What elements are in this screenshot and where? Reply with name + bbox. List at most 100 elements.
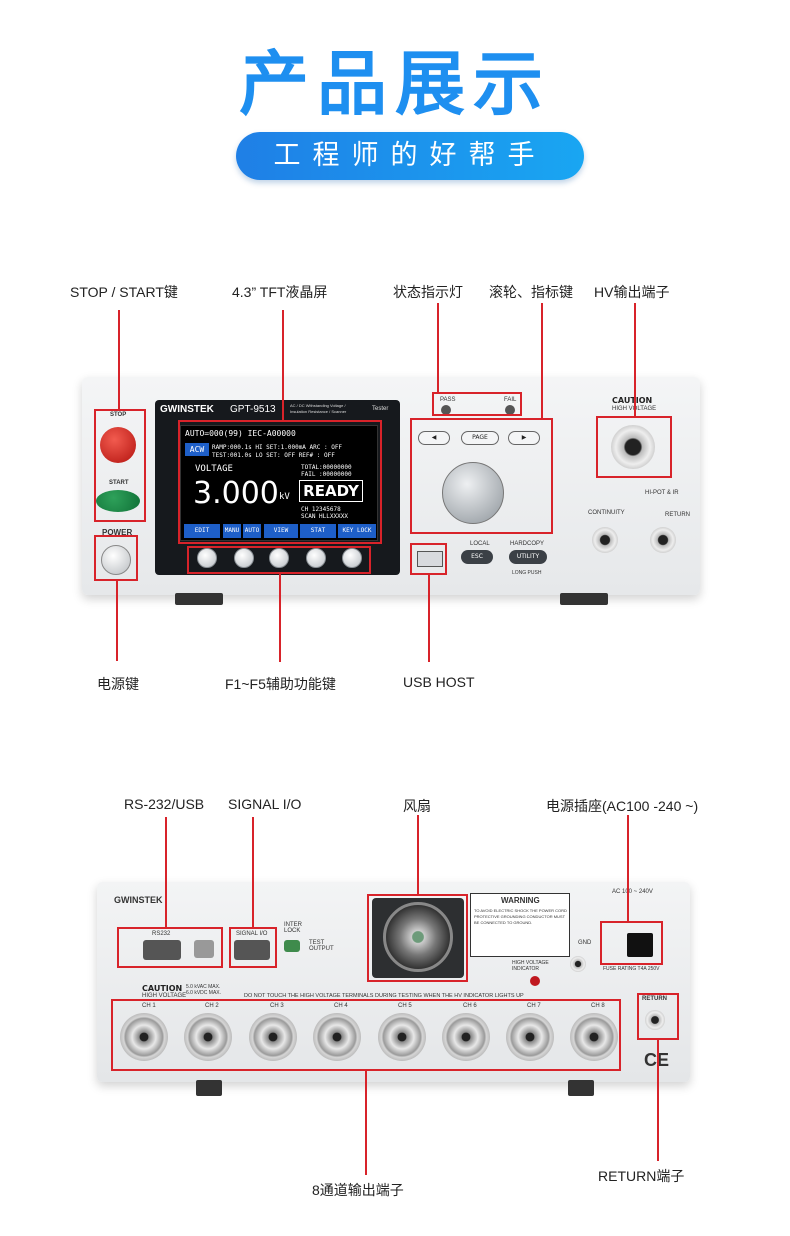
fan-callout: 风扇: [403, 798, 431, 814]
ch2-label: CH 2: [205, 1003, 219, 1009]
right-arrow-button[interactable]: ▶: [508, 431, 540, 445]
gnd-label: GND: [578, 940, 592, 946]
power-label: POWER: [102, 528, 133, 537]
long-push-label: LONG PUSH: [512, 570, 542, 576]
ch5-label: CH 5: [398, 1003, 412, 1009]
screen-mode: ACW: [185, 443, 209, 456]
rs232-port[interactable]: [143, 940, 181, 960]
rear-caution-title: CAUTION: [142, 984, 183, 993]
continuity-label: CONTINUITY: [588, 510, 625, 516]
screen-status: READY: [299, 480, 363, 502]
utility-button[interactable]: UTILITY: [509, 550, 547, 564]
interlock-label: INTER LOCK: [284, 922, 302, 934]
fan: [383, 902, 453, 972]
fail-label: FAIL: [504, 397, 517, 403]
ch4-terminal[interactable]: [313, 1013, 361, 1061]
callout-line: [116, 581, 118, 661]
esc-button[interactable]: ESC: [461, 550, 493, 564]
warning-label: WARNING TO AVOID ELECTRIC SHOCK THE POWE…: [470, 893, 570, 957]
screen-row-2: TEST:001.0s LO SET: OFF REF# : OFF: [212, 452, 335, 459]
return-label-front: RETURN: [665, 512, 690, 518]
hipot-ir-label: HI-POT & IR: [645, 490, 679, 496]
screen-scan-line: SCAN HLLXXXXX: [301, 513, 348, 520]
start-label: START: [109, 480, 129, 486]
rs232-port-label: RS232: [152, 931, 171, 937]
screen-voltage-label: VOLTAGE: [195, 464, 233, 474]
hv-output-callout: HV输出端子: [594, 284, 670, 300]
f3-key[interactable]: [269, 548, 289, 568]
screen-header: AUTO=000(99) IEC-A00000: [185, 429, 296, 438]
softkey-key-lock: KEY LOCK: [338, 524, 376, 538]
status-light-callout: 状态指示灯: [393, 284, 463, 300]
return-terminal-front[interactable]: [650, 527, 676, 553]
warning-text: TO AVOID ELECTRIC SHOCK THE POWER CORD P…: [474, 908, 567, 925]
ch6-label: CH 6: [463, 1003, 477, 1009]
callout-box: [178, 420, 382, 544]
fail-led: [505, 405, 515, 415]
callout-line: [252, 817, 254, 928]
page-title: 产品展示: [239, 43, 551, 125]
ch8-label: CH 8: [591, 1003, 605, 1009]
return-term-callout: RETURN端子: [598, 1168, 685, 1184]
usb-host-callout: USB HOST: [403, 674, 475, 690]
callout-box: [94, 409, 146, 522]
softkey-auto: AUTO: [243, 524, 261, 538]
callout-line: [428, 575, 430, 662]
softkey-edit: EDIT: [184, 524, 220, 538]
wheel-keys-callout: 滚轮、指标键: [489, 284, 573, 300]
continuity-terminal[interactable]: [592, 527, 618, 553]
test-output-label: TEST OUTPUT: [309, 940, 334, 952]
signal-io-callout: SIGNAL I/O: [228, 796, 302, 812]
ch1-terminal[interactable]: [120, 1013, 168, 1061]
ch1-label: CH 1: [142, 1003, 156, 1009]
stop-button[interactable]: [100, 427, 136, 463]
hv-output-terminal[interactable]: [611, 425, 655, 469]
callout-box: [596, 416, 672, 478]
screen-total: TOTAL:00000000: [301, 464, 352, 471]
page-button[interactable]: PAGE: [461, 431, 499, 445]
f1-key[interactable]: [197, 548, 217, 568]
softkey-manu: MANU: [223, 524, 241, 538]
callout-box: [117, 927, 223, 968]
ch3-terminal[interactable]: [249, 1013, 297, 1061]
callout-line: [165, 817, 167, 928]
callout-box: [111, 999, 621, 1071]
local-label: LOCAL: [470, 541, 490, 547]
return-label-rear: RETURN: [642, 996, 667, 1002]
rear-caution-msg: DO NOT TOUCH THE HIGH VOLTAGE TERMINALS …: [244, 993, 524, 999]
front-foot-left: [175, 593, 223, 605]
f5-key[interactable]: [342, 548, 362, 568]
f-keys-callout: F1~F5辅助功能键: [225, 676, 336, 692]
ch8-terminal[interactable]: [570, 1013, 618, 1061]
screen-unit: kV: [279, 492, 290, 502]
callout-line: [541, 303, 543, 418]
left-arrow-button[interactable]: ◀: [418, 431, 450, 445]
usb-host-port[interactable]: [417, 551, 443, 567]
callout-line: [118, 310, 120, 410]
usb-device-port[interactable]: [194, 940, 214, 958]
ch5-terminal[interactable]: [378, 1013, 426, 1061]
gnd-terminal[interactable]: [570, 956, 586, 972]
return-terminal-rear[interactable]: [645, 1010, 665, 1030]
callout-line: [365, 1071, 367, 1175]
tft-callout: 4.3” TFT液晶屏: [232, 284, 328, 300]
ac-power-socket[interactable]: [627, 933, 653, 957]
start-button[interactable]: [96, 490, 140, 512]
rs232-callout: RS-232/USB: [124, 796, 205, 812]
ch4-label: CH 4: [334, 1003, 348, 1009]
softkey-stat-clear: STAT CLEAR: [300, 524, 336, 538]
ch7-terminal[interactable]: [506, 1013, 554, 1061]
pass-led: [441, 405, 451, 415]
signal-io-port-label: SIGNAL I/O: [236, 931, 268, 937]
power-button[interactable]: [101, 545, 131, 575]
pass-label: PASS: [440, 397, 456, 403]
stop-label: STOP: [110, 412, 127, 418]
ch6-terminal[interactable]: [442, 1013, 490, 1061]
rotary-knob[interactable]: [442, 462, 504, 524]
f2-key[interactable]: [234, 548, 254, 568]
f4-key[interactable]: [306, 548, 326, 568]
signal-io-port[interactable]: [234, 940, 270, 960]
interlock-connector[interactable]: [284, 940, 300, 952]
ch2-terminal[interactable]: [184, 1013, 232, 1061]
rear-brand-logo: GWINSTEK: [114, 895, 163, 905]
